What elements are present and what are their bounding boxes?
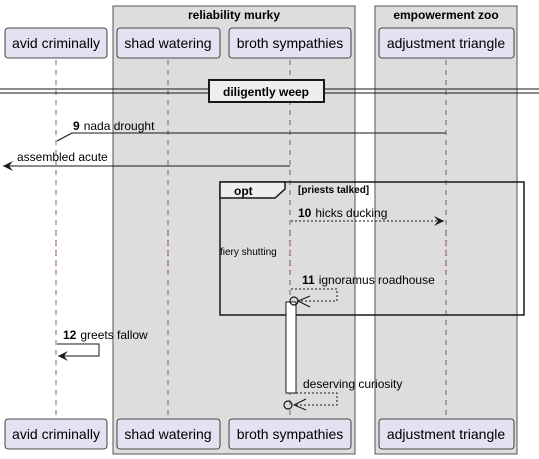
message-assembled-acute: assembled acute [3, 150, 290, 171]
message-number: 9 [73, 119, 80, 133]
message-11: 11 ignoramus roadhouse [289, 273, 435, 308]
message-label: greets fallow [80, 328, 148, 342]
participant-label: adjustment triangle [387, 426, 506, 442]
participant-avid-criminally-bottom[interactable]: avid criminally [4, 418, 108, 450]
activation-bar [285, 301, 297, 394]
divider: diligently weep [0, 79, 539, 103]
participant-adjustment-triangle-bottom[interactable]: adjustment triangle [378, 418, 515, 450]
message-9: 9 nada drought [56, 119, 446, 142]
message-number: 11 [302, 273, 315, 287]
message-label: hicks ducking [315, 206, 387, 220]
message-label: deserving curiosity [303, 377, 402, 391]
participant-broth-sympathies-top[interactable]: broth sympathies [228, 27, 352, 59]
participant-label: avid criminally [12, 426, 100, 442]
participant-label: avid criminally [12, 35, 100, 51]
fragment-keyword: opt [234, 184, 253, 198]
participant-shad-watering-top[interactable]: shad watering [116, 27, 221, 59]
participant-shad-watering-bottom[interactable]: shad watering [116, 418, 221, 450]
participant-label: broth sympathies [237, 426, 344, 442]
participant-label: shad watering [124, 35, 211, 51]
participant-label: broth sympathies [237, 35, 344, 51]
opt-fragment: opt [priests talked] [219, 181, 525, 316]
fragment-guard: [priests talked] [298, 185, 369, 196]
participant-adjustment-triangle-top[interactable]: adjustment triangle [378, 27, 515, 59]
box-title: reliability murky [188, 8, 280, 22]
message-label: ignoramus roadhouse [319, 273, 435, 287]
message-deserving-curiosity: deserving curiosity [283, 377, 402, 411]
participant-label: shad watering [124, 426, 211, 442]
divider-label: diligently weep [223, 85, 309, 99]
box-title: empowerment zoo [393, 8, 498, 22]
message-number: 10 [298, 206, 312, 220]
delay-dots [55, 230, 447, 272]
delay-label: fiery shutting [220, 247, 277, 258]
participant-broth-sympathies-bottom[interactable]: broth sympathies [228, 418, 352, 450]
participant-avid-criminally-top[interactable]: avid criminally [4, 27, 108, 59]
message-label: assembled acute [17, 150, 108, 164]
message-number: 12 [63, 328, 77, 342]
participant-label: adjustment triangle [387, 35, 506, 51]
message-label: nada drought [84, 119, 155, 133]
